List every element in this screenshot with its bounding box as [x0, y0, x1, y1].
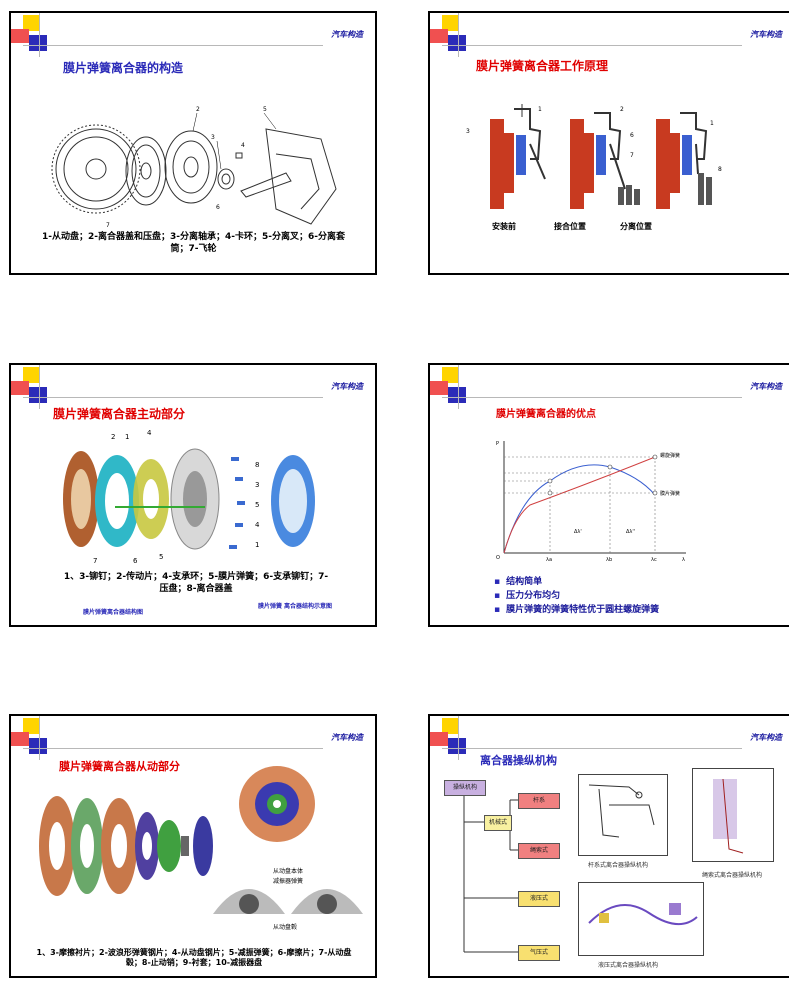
svg-text:O: O: [496, 555, 500, 561]
svg-text:6: 6: [630, 132, 634, 139]
slide-caption: 1、3-摩擦衬片；2-波浪形弹簧钢片；4-从动盘钢片；5-减振弹簧；6-摩擦片；…: [36, 948, 352, 967]
svg-text:5: 5: [255, 501, 259, 509]
slide-decoration: [11, 716, 323, 760]
svg-text:Δλ'': Δλ'': [626, 529, 635, 535]
caption-cable: 绳索式离合器操纵机构: [702, 872, 763, 879]
slide-title: 离合器操纵机构: [480, 754, 557, 767]
svg-text:螺旋弹簧: 螺旋弹簧: [660, 452, 680, 459]
slide-clutch-structure[interactable]: 汽车构造 膜片弹簧离合器的构造 2 5 4 3 6 7 1-从动盘；2-离合器盖和压盘；…: [9, 11, 377, 275]
slide-working-principle[interactable]: 汽车构造 膜片弹簧离合器工作原理 3 1 2 6 7 8 1: [428, 11, 789, 275]
brand-label: 汽车构造: [750, 382, 782, 391]
caption-hydraulic: 液压式离合器操纵机构: [598, 962, 659, 969]
driven-disc-assembly: [239, 766, 315, 842]
caption-lever: 杆系式离合器操纵机构: [588, 862, 649, 869]
tree-node-pneumatic: 气压式: [518, 945, 560, 961]
brand-label: 汽车构造: [331, 733, 363, 742]
slide-title: 膜片弹簧离合器的构造: [63, 61, 184, 75]
svg-text:5: 5: [159, 553, 163, 561]
exploded-clutch-drawing: 2 5 4 3 6 7: [51, 106, 337, 229]
svg-text:1: 1: [710, 120, 714, 127]
advantage-item: 压力分布均匀: [494, 589, 659, 603]
advantages-list: 结构简单 压力分布均匀 膜片弹簧的弹簧特性优于圆柱螺旋弹簧: [494, 575, 659, 617]
slide-title: 膜片弹簧离合器从动部分: [59, 760, 180, 773]
driving-part-exploded: 2 1 4 7 6 5 8 3 5 4 1: [63, 429, 315, 565]
position-label-released: 分离位置: [620, 222, 652, 231]
slide-decoration: [430, 365, 742, 409]
svg-text:3: 3: [466, 128, 470, 135]
driven-part-exploded: [39, 796, 213, 896]
slide-driving-part[interactable]: 汽车构造 膜片弹簧离合器主动部分 2 1 4 7 6 5 8 3 5 4 1 1、3-铆钉；2…: [9, 363, 377, 627]
svg-text:3: 3: [211, 134, 215, 141]
svg-text:1: 1: [125, 433, 129, 441]
sub-caption-right: 膜片弹簧 离合器结构示意图: [257, 603, 333, 610]
tree-node-hydraulic: 液压式: [518, 891, 560, 907]
svg-text:4: 4: [147, 429, 152, 437]
svg-text:4: 4: [241, 142, 245, 149]
slide-decoration: [11, 13, 323, 57]
svg-text:1: 1: [538, 106, 542, 113]
slide-driven-part[interactable]: 汽车构造 膜片弹簧离合器从动部分 从动盘本体 减振器弹簧 从动盘毂 1、3-摩擦…: [9, 714, 377, 978]
svg-text:5: 5: [263, 106, 267, 113]
cable-mechanism-drawing: [692, 768, 774, 862]
brand-label: 汽车构造: [331, 382, 363, 391]
svg-text:2: 2: [196, 106, 200, 113]
svg-text:6: 6: [133, 557, 138, 565]
slide-caption: 1、3-铆钉；2-传动片；4-支承环；5-膜片弹簧；6-支承铆钉；7-压盘；8-…: [63, 572, 329, 594]
svg-text:λa: λa: [546, 557, 552, 563]
tree-node-lever: 杆系: [518, 793, 560, 809]
position-label-engaged: 接合位置: [554, 222, 586, 231]
svg-text:λb: λb: [606, 557, 612, 563]
position-label-before: 安装前: [492, 222, 516, 231]
brand-label: 汽车构造: [750, 733, 782, 742]
svg-text:λc: λc: [651, 557, 657, 563]
svg-text:8: 8: [718, 166, 722, 173]
brand-label: 汽车构造: [750, 30, 782, 39]
svg-text:2: 2: [111, 433, 115, 441]
svg-text:7: 7: [93, 557, 97, 565]
sub-caption-spring: 减振器弹簧: [273, 878, 304, 885]
tree-node-mechanical: 机械式: [484, 815, 512, 831]
tree-node-root: 操纵机构: [444, 780, 486, 796]
brand-label: 汽车构造: [331, 30, 363, 39]
advantage-item: 膜片弹簧的弹簧特性优于圆柱螺旋弹簧: [494, 603, 659, 617]
sub-caption-body: 从动盘本体: [273, 868, 304, 875]
svg-text:7: 7: [106, 222, 110, 229]
svg-text:7: 7: [630, 152, 634, 159]
hydraulic-mechanism-drawing: [578, 882, 704, 956]
svg-text:膜片弹簧: 膜片弹簧: [660, 490, 680, 497]
svg-text:λ: λ: [682, 557, 685, 563]
svg-text:8: 8: [255, 461, 259, 469]
tree-node-cable: 绳索式: [518, 843, 560, 859]
advantage-item: 结构简单: [494, 575, 659, 589]
lever-mechanism-drawing: [578, 774, 668, 856]
svg-text:6: 6: [216, 204, 220, 211]
slide-caption: 1-从动盘；2-离合器盖和压盘；3-分离轴承；4-卡环；5-分离叉；6-分离套筒…: [42, 232, 345, 254]
svg-text:Δλ': Δλ': [574, 529, 582, 535]
slide-decoration: [430, 13, 742, 57]
svg-text:P: P: [496, 441, 499, 447]
slide-title: 膜片弹簧离合器主动部分: [53, 407, 186, 421]
principle-diagram: 3 1 2 6 7 8 1: [466, 104, 722, 209]
svg-text:3: 3: [255, 481, 259, 489]
slide-title: 膜片弹簧离合器工作原理: [476, 59, 609, 73]
svg-text:1: 1: [255, 541, 259, 549]
svg-text:2: 2: [620, 106, 624, 113]
svg-text:4: 4: [255, 521, 260, 529]
slide-title: 膜片弹簧离合器的优点: [496, 409, 596, 420]
sub-caption-left: 膜片弹簧离合器结构图: [83, 609, 144, 616]
damper-cutaway: [213, 889, 363, 914]
slide-operating-mechanism[interactable]: 汽车构造 离合器操纵机构 操纵机构 机械式 杆系 绳索式 液压式 气压式 杆系式…: [428, 714, 789, 978]
slide-decoration: [430, 716, 742, 760]
slide-decoration: [11, 365, 323, 409]
sub-caption-hub: 从动盘毂: [273, 924, 298, 931]
